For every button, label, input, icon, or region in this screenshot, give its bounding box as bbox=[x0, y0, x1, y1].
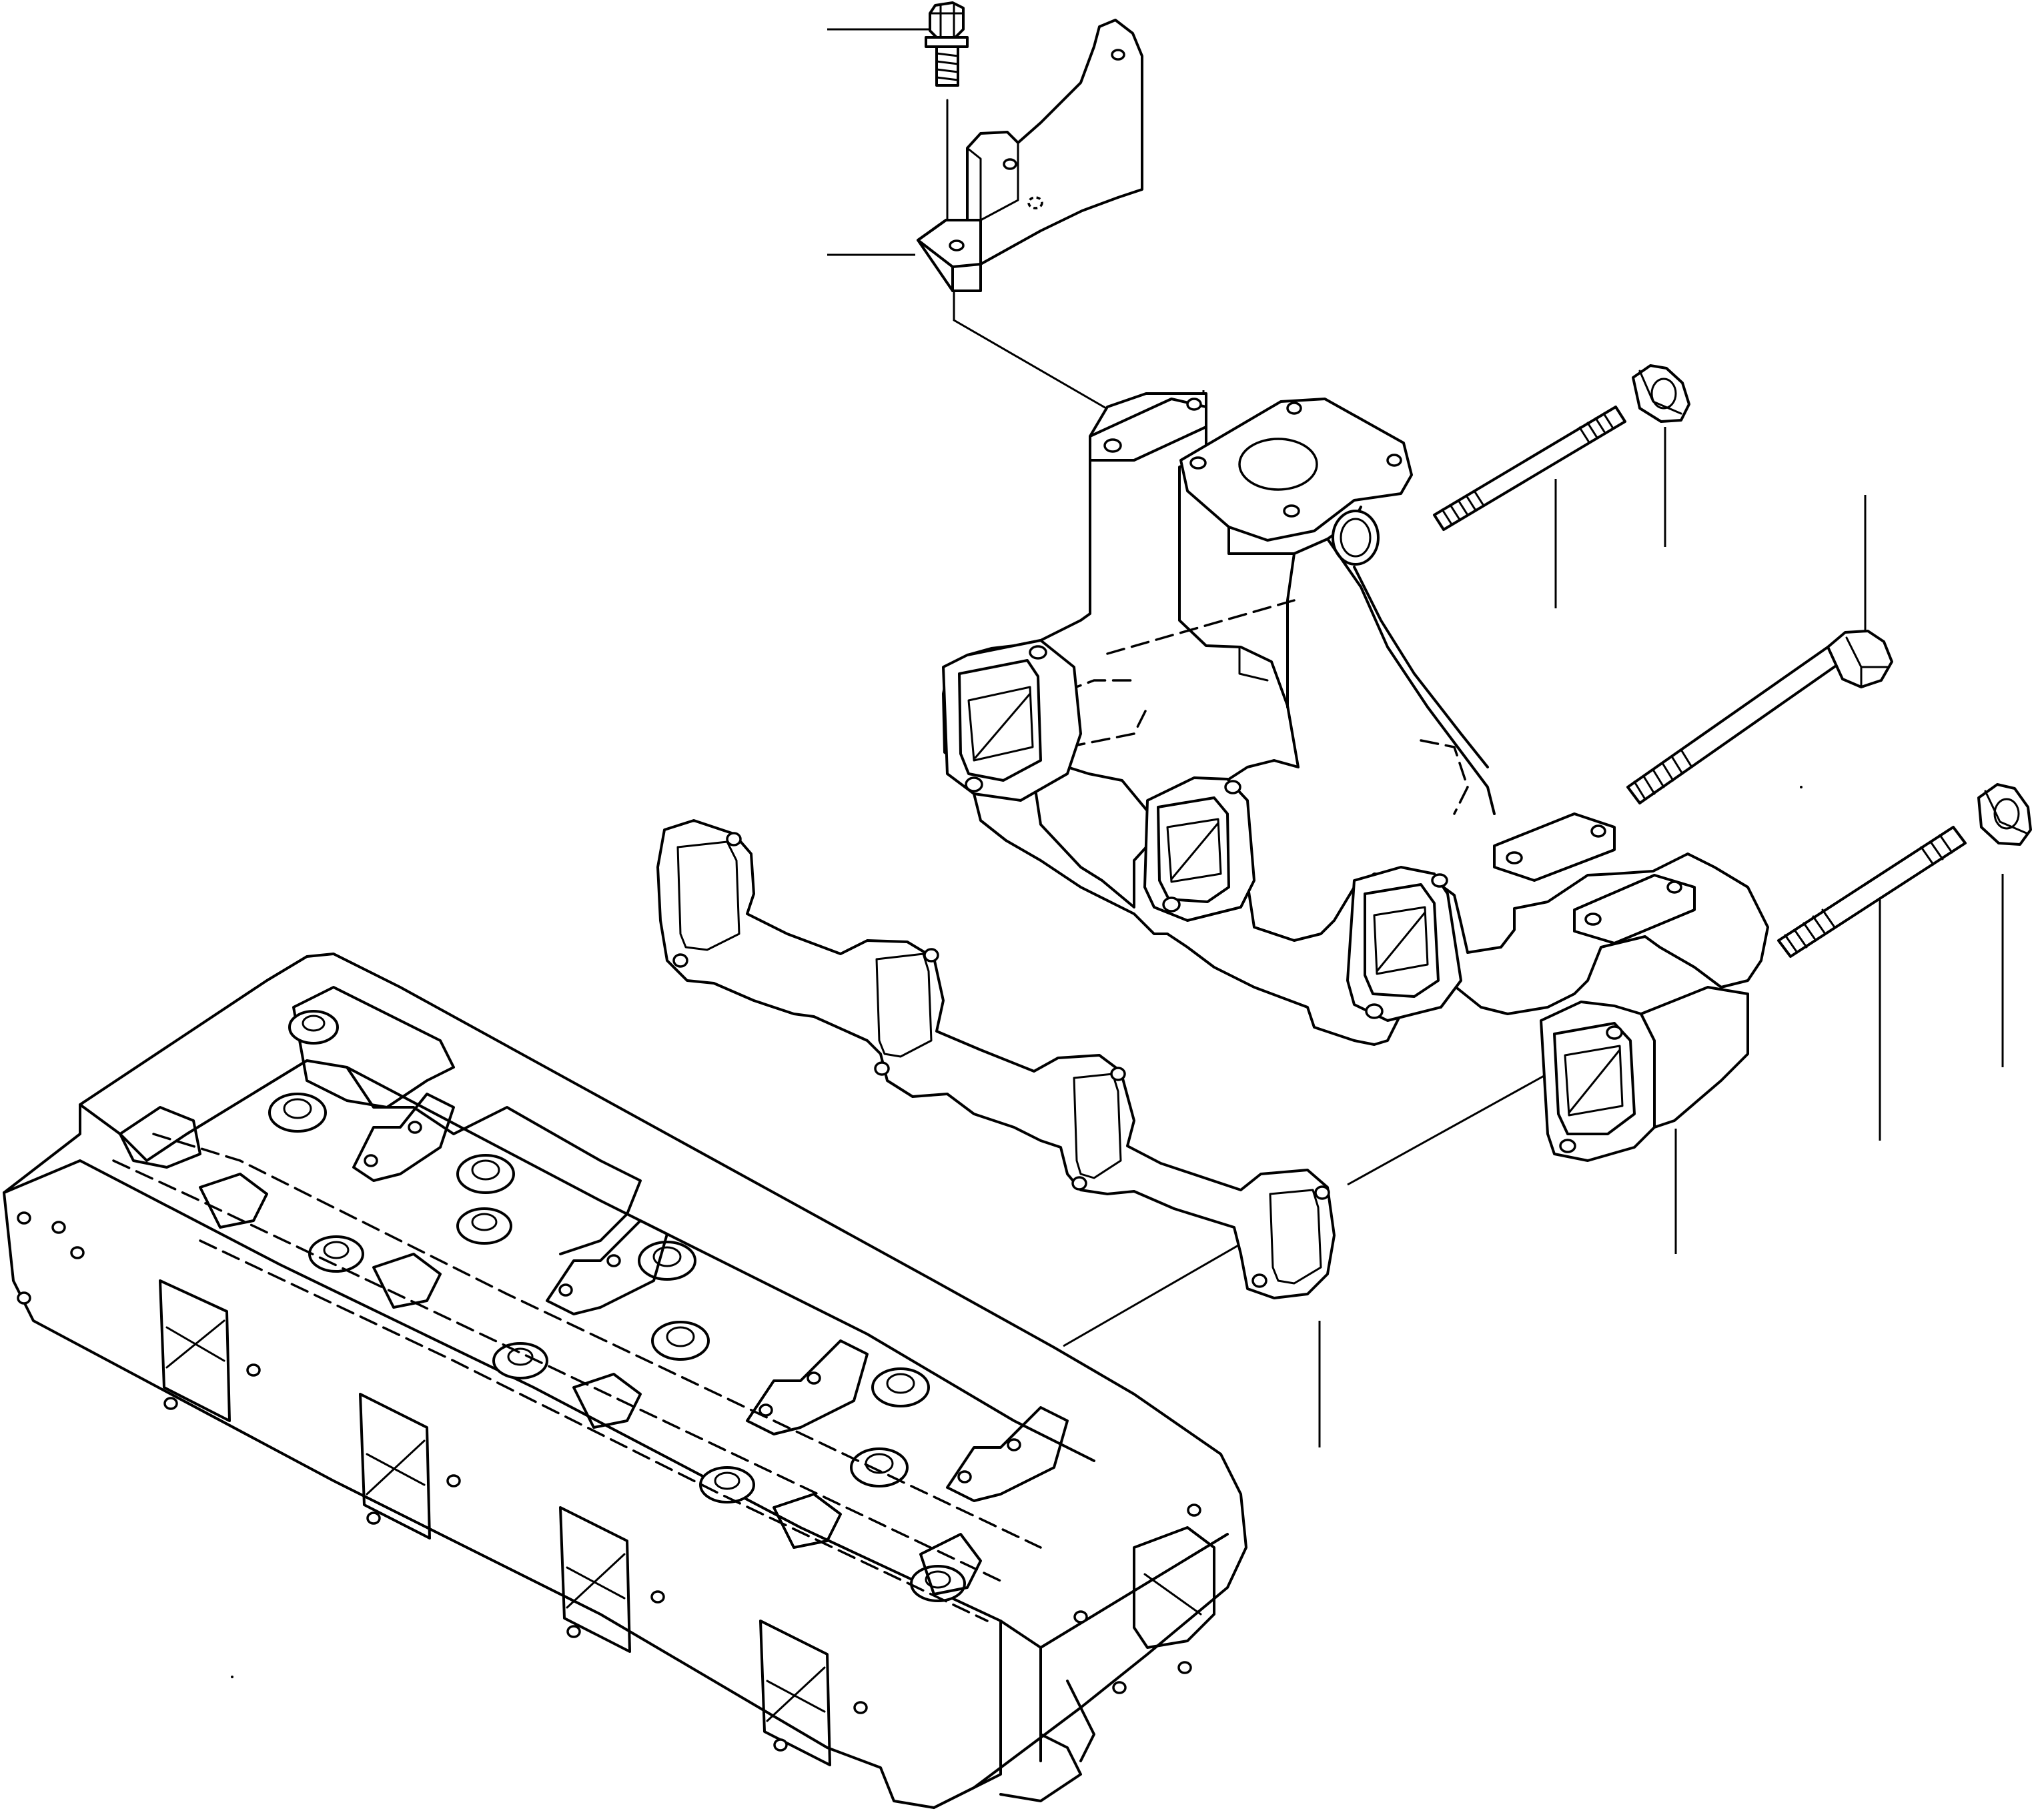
scan-specks bbox=[231, 786, 1803, 1678]
cylinder-head-icon bbox=[3, 953, 1247, 1809]
valve-seat-icons bbox=[268, 1010, 966, 1602]
gasket-icon bbox=[656, 819, 1336, 1299]
bracket-icon bbox=[917, 19, 1143, 292]
hex-bolt-icon bbox=[925, 1, 969, 231]
stud-icon bbox=[1777, 826, 1967, 958]
flange-nut-icon bbox=[1977, 783, 2032, 846]
hex-bolt-icon bbox=[1626, 630, 1893, 804]
manifold-icon bbox=[942, 392, 1769, 1162]
leader-line-bracket-to-manifold bbox=[953, 292, 1116, 415]
stud-icon bbox=[1433, 406, 1626, 531]
flange-nut-icon bbox=[1632, 364, 1690, 423]
